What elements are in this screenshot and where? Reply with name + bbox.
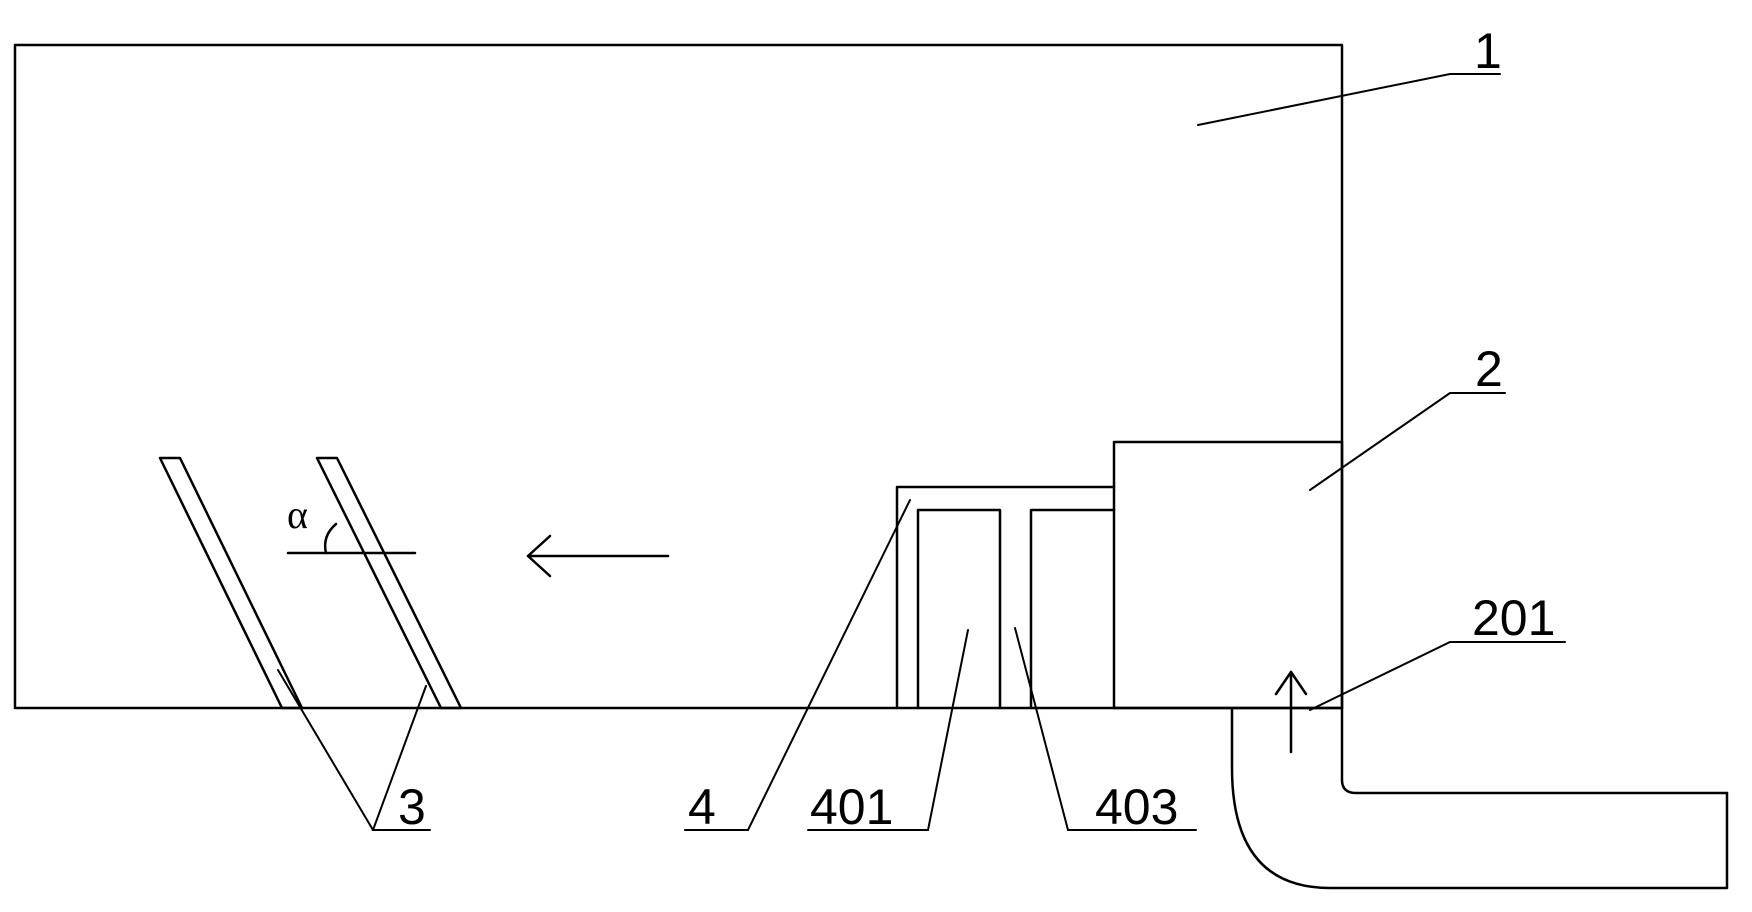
label-2: 2	[1475, 341, 1503, 397]
alpha-angle-arc	[323, 522, 338, 555]
leader-3-left	[277, 669, 374, 831]
component-4-frame	[895, 485, 1116, 710]
leader-1	[1197, 73, 1501, 126]
component-401-box	[916, 508, 1002, 710]
inlet-pipe-outer-wall	[1340, 706, 1729, 795]
leader-201	[1309, 641, 1566, 711]
leader-2	[1309, 392, 1506, 491]
leader-403	[1014, 627, 1197, 831]
label-401: 401	[810, 779, 893, 835]
inlet-pipe-inner-wall	[1230, 708, 1729, 890]
leader-4	[684, 499, 911, 831]
label-3: 3	[398, 779, 426, 835]
label-403: 403	[1095, 779, 1178, 835]
slanted-plate-right	[315, 456, 463, 710]
component-403-box	[1029, 508, 1116, 710]
main-chamber-outline	[13, 43, 1344, 710]
inlet-flow-arrow-head	[1274, 670, 1308, 696]
label-201: 201	[1472, 590, 1555, 646]
label-1: 1	[1474, 23, 1502, 79]
label-4: 4	[688, 779, 716, 835]
alpha-label: α	[287, 492, 308, 537]
flow-direction-arrow-head	[526, 534, 552, 578]
leader-3-right	[371, 685, 431, 831]
component-2-block	[1112, 440, 1344, 710]
slanted-plate-left	[158, 456, 304, 710]
leader-401	[807, 629, 969, 831]
